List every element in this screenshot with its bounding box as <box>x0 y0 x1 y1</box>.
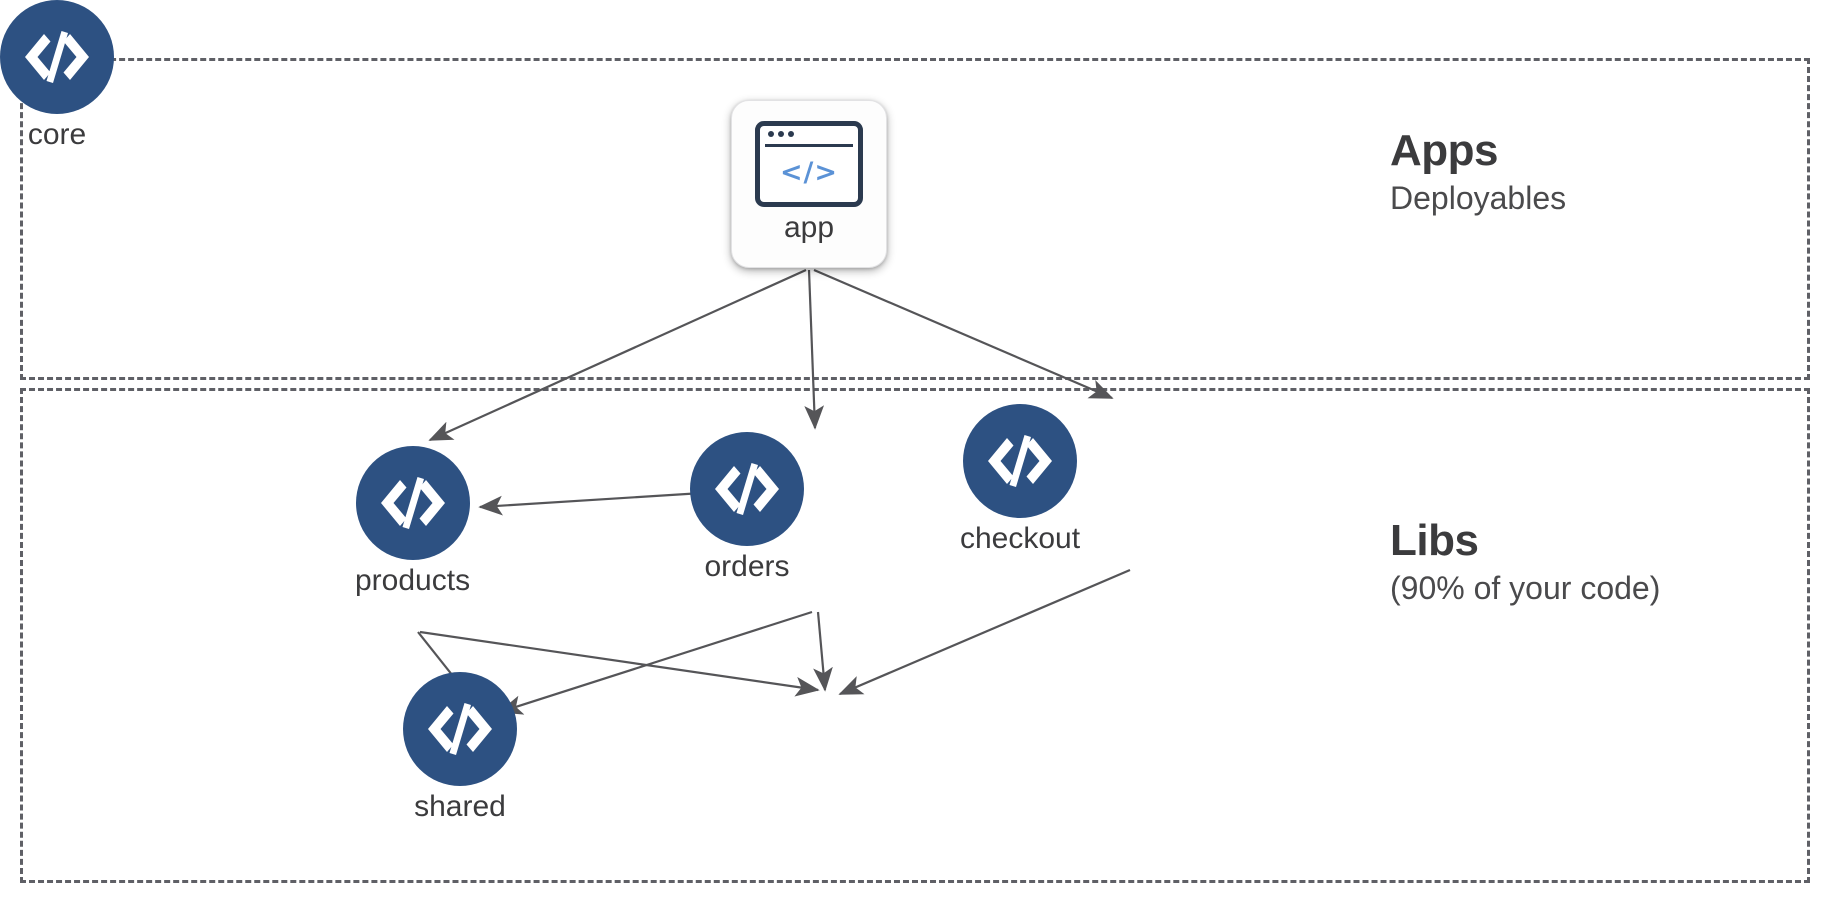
browser-titlebar-divider <box>765 144 853 147</box>
node-app[interactable]: </> app <box>731 100 887 268</box>
node-orders-label: orders <box>704 550 790 583</box>
node-products-label: products <box>355 564 471 597</box>
code-brackets-icon <box>0 0 114 114</box>
node-checkout[interactable]: checkout <box>960 404 1080 554</box>
zone-libs <box>20 388 1810 883</box>
zone-libs-subtitle: (90% of your code) <box>1390 570 1661 607</box>
zone-apps-title: Apps <box>1390 126 1499 175</box>
code-brackets-icon <box>403 672 517 786</box>
node-shared-label: shared <box>414 790 506 823</box>
code-brackets-icon <box>963 404 1078 518</box>
code-brackets-icon <box>355 446 470 560</box>
zone-legend-apps: Apps Deployables <box>1390 126 1567 218</box>
zone-apps-subtitle: Deployables <box>1390 180 1567 217</box>
node-checkout-label: checkout <box>960 522 1081 555</box>
browser-code-icon: </> <box>755 121 863 207</box>
node-core[interactable]: core <box>0 0 114 150</box>
zone-legend-libs: Libs (90% of your code) <box>1390 516 1661 608</box>
code-brackets-glyph: </> <box>779 156 839 188</box>
node-products[interactable]: products <box>355 446 470 596</box>
node-core-label: core <box>27 118 87 151</box>
node-app-label: app <box>783 211 835 244</box>
zone-apps <box>20 58 1810 380</box>
zone-libs-title: Libs <box>1390 516 1479 565</box>
node-orders[interactable]: orders <box>690 432 804 582</box>
node-shared[interactable]: shared <box>403 672 517 822</box>
browser-dots-icon <box>768 131 794 137</box>
code-brackets-icon <box>690 432 804 546</box>
